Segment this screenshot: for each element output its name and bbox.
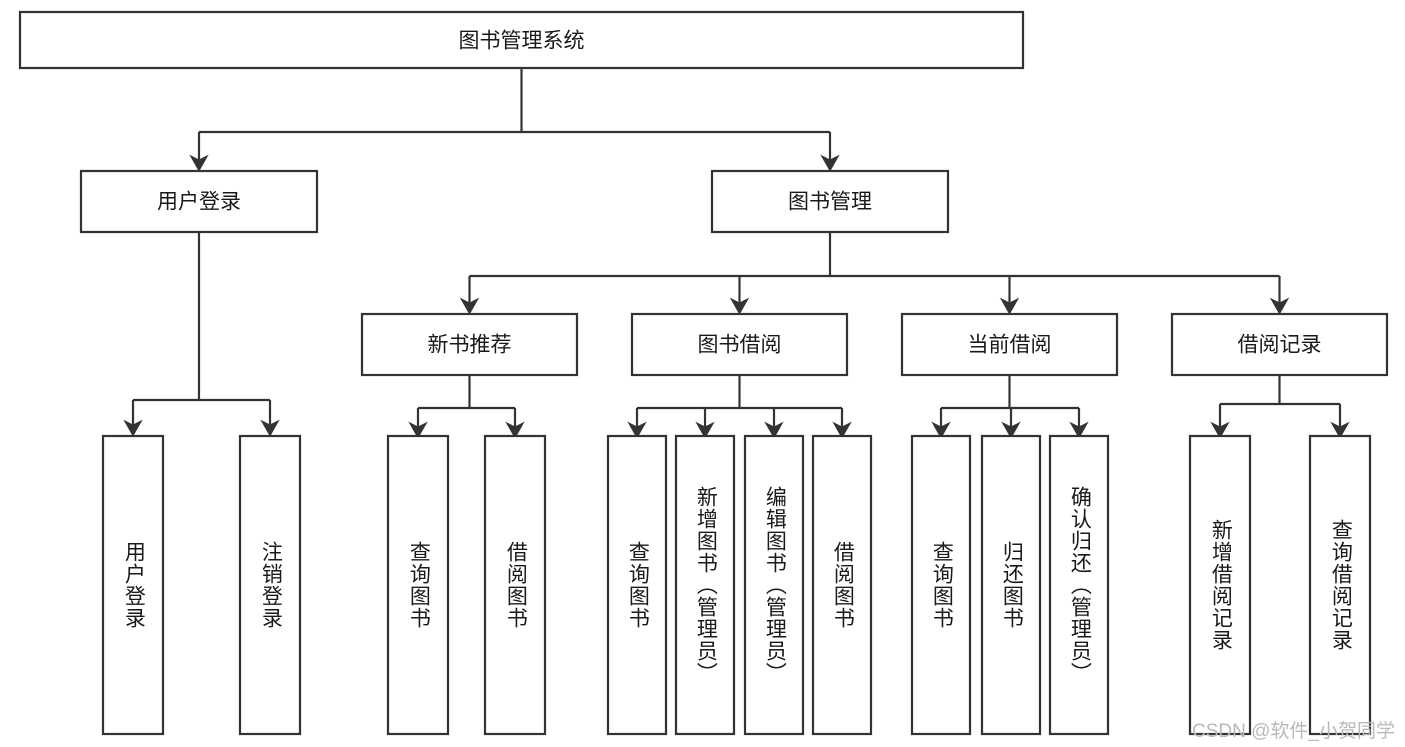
node-user-login[interactable]: 用户登录 bbox=[79, 169, 319, 234]
node-root[interactable]: 图书管理系统 bbox=[18, 10, 1025, 70]
node-leaf-edit-book-rect[interactable] bbox=[743, 434, 805, 736]
node-borrow-record-label: 借阅记录 bbox=[1238, 334, 1322, 357]
node-current-borrow-label: 当前借阅 bbox=[968, 334, 1052, 357]
node-leaf-user-login-rect[interactable] bbox=[101, 434, 165, 736]
node-book-borrow-rect[interactable] bbox=[630, 312, 849, 377]
node-leaf-add-borrow-record-rect[interactable] bbox=[1188, 434, 1252, 736]
node-user-login-label: 用户登录 bbox=[157, 191, 241, 214]
node-book-borrow-label: 图书借阅 bbox=[698, 334, 782, 357]
node-root-rect[interactable] bbox=[18, 10, 1025, 70]
csdn-watermark: CSDN @软件_小贺同学 bbox=[1192, 721, 1395, 742]
node-leaf-query-book-2-rect[interactable] bbox=[606, 434, 668, 736]
node-user-login-rect[interactable] bbox=[79, 169, 319, 234]
node-root-label: 图书管理系统 bbox=[459, 30, 585, 53]
node-current-borrow-rect[interactable] bbox=[900, 312, 1119, 377]
node-leaf-query-borrow-record-rect[interactable] bbox=[1308, 434, 1372, 736]
node-new-book-recommend-label: 新书推荐 bbox=[428, 334, 512, 357]
node-leaf-return-book-rect[interactable] bbox=[980, 434, 1042, 736]
node-leaf-logout-login-rect[interactable] bbox=[238, 434, 302, 736]
node-borrow-record-rect[interactable] bbox=[1170, 312, 1389, 377]
node-book-manage-rect[interactable] bbox=[710, 169, 950, 234]
node-borrow-record[interactable]: 借阅记录 bbox=[1170, 312, 1389, 377]
node-book-borrow[interactable]: 图书借阅 bbox=[630, 312, 849, 377]
leaf-node-layer[interactable] bbox=[101, 434, 1372, 736]
connector-layer bbox=[123, 68, 1350, 439]
node-new-book-recommend[interactable]: 新书推荐 bbox=[360, 312, 579, 377]
node-leaf-query-book-3-rect[interactable] bbox=[910, 434, 972, 736]
node-leaf-borrow-book-2-rect[interactable] bbox=[811, 434, 873, 736]
node-leaf-borrow-book-1-rect[interactable] bbox=[483, 434, 547, 736]
node-leaf-add-book-rect[interactable] bbox=[674, 434, 736, 736]
node-book-manage-label: 图书管理 bbox=[788, 191, 872, 214]
node-current-borrow[interactable]: 当前借阅 bbox=[900, 312, 1119, 377]
node-leaf-query-book-1-rect[interactable] bbox=[386, 434, 450, 736]
node-leaf-confirm-return-rect[interactable] bbox=[1048, 434, 1110, 736]
node-book-manage[interactable]: 图书管理 bbox=[710, 169, 950, 234]
node-new-book-recommend-rect[interactable] bbox=[360, 312, 579, 377]
